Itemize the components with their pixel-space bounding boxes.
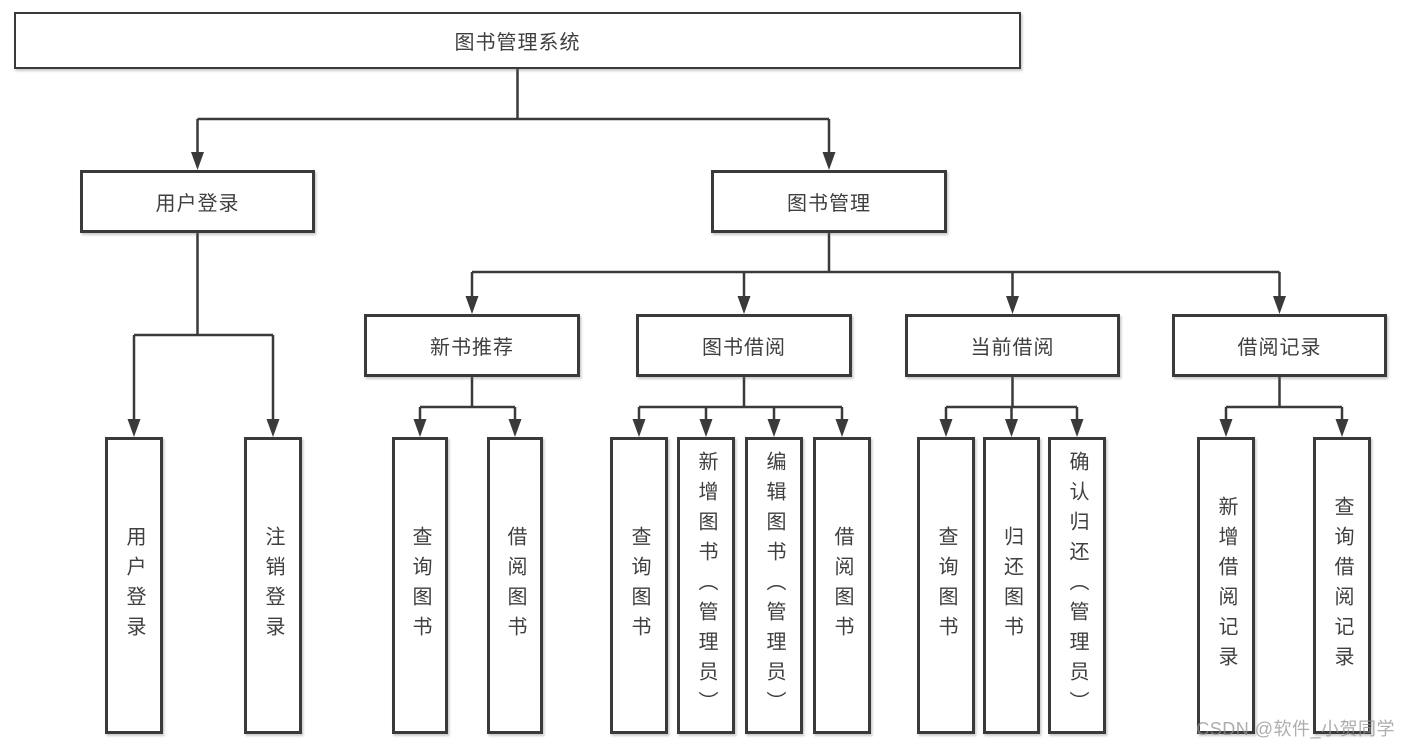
node-borrowing-records-label: 借阅记录 xyxy=(1237,337,1322,359)
leaf-query-books-borrowing-label: 查询图书 xyxy=(628,525,650,646)
leaf-query-books-recommend-label: 查询图书 xyxy=(409,525,431,646)
leaf-borrow-books-borrowing-label: 借阅图书 xyxy=(831,525,853,646)
watermark: CSDN @软件_小贺同学 xyxy=(1196,719,1395,739)
node-borrowing-records: 借阅记录 xyxy=(1172,314,1387,377)
node-book-borrowing-label: 图书借阅 xyxy=(702,337,786,359)
leaf-add-borrow-record: 新增借阅记录 xyxy=(1197,437,1255,734)
node-user-login-label: 用户登录 xyxy=(155,193,240,215)
leaf-edit-book-admin: 编辑图书（管理员） xyxy=(745,437,803,734)
node-current-borrowing: 当前借阅 xyxy=(905,314,1120,377)
node-new-book-recommend-label: 新书推荐 xyxy=(430,337,514,359)
node-library-system-label: 图书管理系统 xyxy=(454,32,581,54)
leaf-query-books-borrowing: 查询图书 xyxy=(610,437,668,734)
node-current-borrowing-label: 当前借阅 xyxy=(970,337,1055,359)
leaf-user-login: 用户登录 xyxy=(105,437,163,734)
leaf-edit-book-admin-label: 编辑图书（管理员） xyxy=(763,450,785,721)
node-user-login: 用户登录 xyxy=(80,170,315,233)
node-book-management-label: 图书管理 xyxy=(787,193,871,215)
leaf-borrow-books-borrowing: 借阅图书 xyxy=(813,437,871,734)
connector-lines xyxy=(132,69,1344,424)
leaf-add-book-admin-label: 新增图书（管理员） xyxy=(695,450,717,721)
node-new-book-recommend: 新书推荐 xyxy=(364,314,580,377)
arrowheads xyxy=(127,152,1349,437)
leaf-confirm-return-admin-label: 确认归还（管理员） xyxy=(1066,450,1088,721)
leaf-borrow-books-recommend: 借阅图书 xyxy=(487,437,543,734)
leaf-return-books: 归还图书 xyxy=(983,437,1040,734)
leaf-query-borrow-record: 查询借阅记录 xyxy=(1313,437,1371,734)
leaf-query-books-current: 查询图书 xyxy=(917,437,975,734)
leaf-logout-label: 注销登录 xyxy=(262,525,284,646)
leaf-borrow-books-recommend-label: 借阅图书 xyxy=(504,525,526,646)
leaf-confirm-return-admin: 确认归还（管理员） xyxy=(1048,437,1106,734)
node-book-borrowing: 图书借阅 xyxy=(636,314,852,377)
leaf-return-books-label: 归还图书 xyxy=(1000,525,1023,646)
leaf-query-books-recommend: 查询图书 xyxy=(392,437,448,734)
leaf-add-borrow-record-label: 新增借阅记录 xyxy=(1215,495,1237,676)
leaf-query-books-current-label: 查询图书 xyxy=(935,525,957,646)
node-book-management: 图书管理 xyxy=(711,170,947,233)
leaf-user-login-label: 用户登录 xyxy=(123,525,145,646)
leaf-add-book-admin: 新增图书（管理员） xyxy=(677,437,735,734)
leaf-logout: 注销登录 xyxy=(244,437,302,734)
node-library-system: 图书管理系统 xyxy=(14,12,1021,69)
leaf-query-borrow-record-label: 查询借阅记录 xyxy=(1331,495,1353,676)
